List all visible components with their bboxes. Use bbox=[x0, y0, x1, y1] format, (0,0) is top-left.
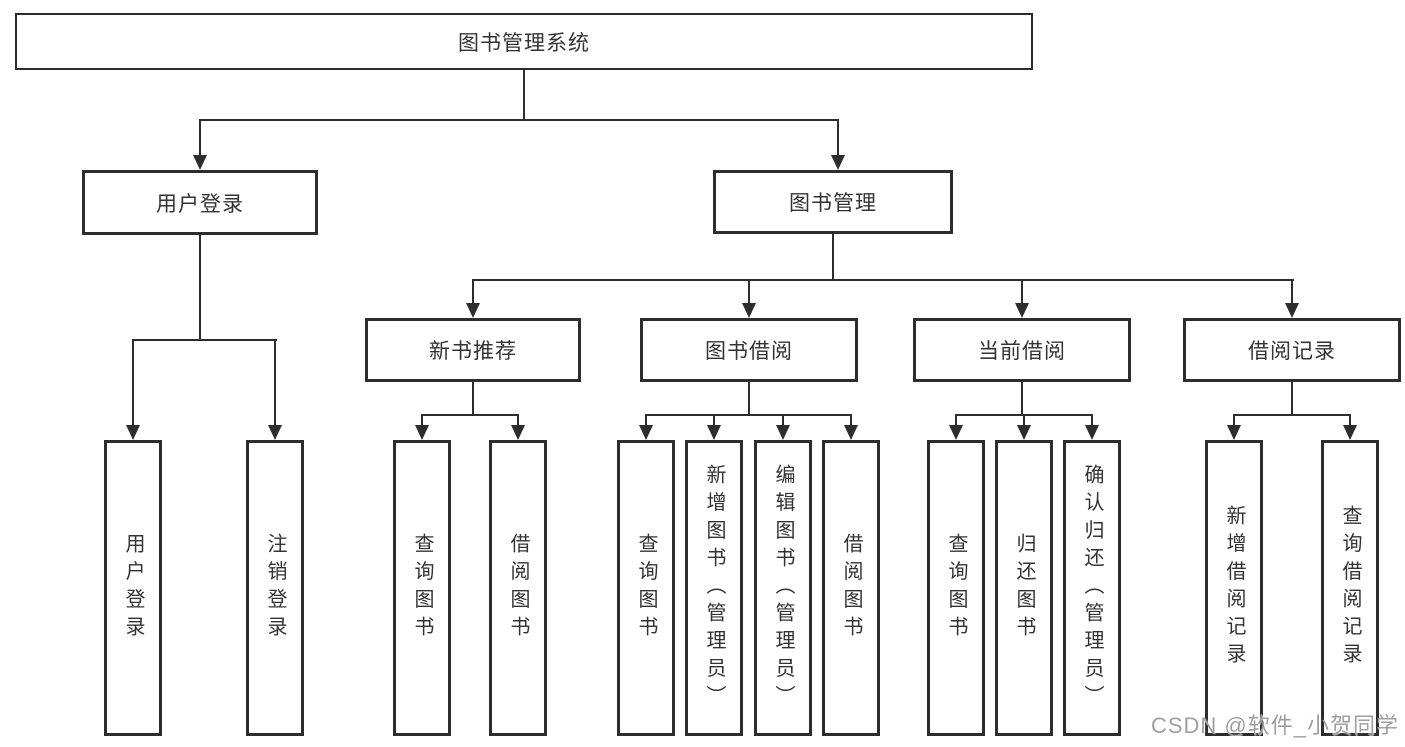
leaf-return-books: 归还图书 bbox=[995, 440, 1053, 736]
connector-vline bbox=[421, 414, 423, 427]
node-label: 新书推荐 bbox=[429, 340, 517, 363]
arrowhead-down-icon bbox=[1017, 425, 1031, 440]
node-label: 用户登录 bbox=[156, 192, 244, 216]
connector-vline bbox=[1021, 382, 1023, 416]
leaf-user-login: 用户登录 bbox=[104, 440, 162, 736]
arrowhead-down-icon bbox=[742, 303, 756, 318]
node-label: 图书管理 bbox=[789, 192, 877, 215]
arrowhead-down-icon bbox=[1227, 425, 1241, 440]
connector-vline bbox=[748, 279, 750, 305]
node-book-borrowing: 图书借阅 bbox=[640, 318, 858, 382]
node-label: 图书借阅 bbox=[705, 340, 793, 363]
connector-vline bbox=[1291, 382, 1293, 416]
arrowhead-down-icon bbox=[126, 425, 140, 440]
leaf-label: 新增借阅记录 bbox=[1223, 505, 1245, 671]
leaf-borrow-books: 借阅图书 bbox=[489, 440, 547, 736]
arrowhead-down-icon bbox=[1285, 303, 1299, 318]
connector-vline bbox=[832, 234, 834, 281]
connector-vline bbox=[955, 414, 957, 427]
connector-vline bbox=[1023, 414, 1025, 427]
connector-vline bbox=[645, 414, 647, 427]
connector-vline bbox=[1349, 414, 1351, 427]
arrowhead-down-icon bbox=[639, 425, 653, 440]
connector-vline bbox=[199, 119, 201, 158]
connector-vline bbox=[517, 414, 519, 427]
arrowhead-down-icon bbox=[844, 425, 858, 440]
arrowhead-down-icon bbox=[831, 155, 845, 170]
leaf-label: 用户登录 bbox=[122, 532, 144, 644]
node-borrowing-records: 借阅记录 bbox=[1183, 318, 1401, 382]
leaf-label: 新增图书（管理员） bbox=[703, 463, 725, 713]
connector-vline bbox=[713, 414, 715, 427]
leaf-query-books: 查询图书 bbox=[617, 440, 675, 736]
arrowhead-down-icon bbox=[1085, 425, 1099, 440]
leaf-logout: 注销登录 bbox=[246, 440, 304, 736]
connector-hline bbox=[421, 414, 519, 416]
connector-vline bbox=[1091, 414, 1093, 427]
connector-vline bbox=[472, 279, 474, 305]
arrowhead-down-icon bbox=[1343, 425, 1357, 440]
leaf-query-books: 查询图书 bbox=[927, 440, 985, 736]
leaf-label: 借阅图书 bbox=[840, 532, 862, 644]
connector-vline bbox=[472, 382, 474, 416]
node-new-book-recommendation: 新书推荐 bbox=[365, 318, 581, 382]
connector-hline bbox=[645, 414, 852, 416]
connector-vline bbox=[274, 339, 276, 428]
connector-hline bbox=[472, 279, 1294, 281]
leaf-borrow-books: 借阅图书 bbox=[822, 440, 880, 736]
node-label: 借阅记录 bbox=[1248, 340, 1336, 363]
leaf-label: 查询借阅记录 bbox=[1339, 505, 1361, 671]
arrowhead-down-icon bbox=[707, 425, 721, 440]
connector-vline bbox=[132, 339, 134, 428]
csdn-watermark: CSDN @软件_小贺同学 bbox=[1150, 713, 1399, 738]
connector-vline bbox=[1233, 414, 1235, 427]
leaf-label: 归还图书 bbox=[1013, 532, 1035, 644]
leaf-add-book-admin: 新增图书（管理员） bbox=[685, 440, 743, 736]
leaf-label: 查询图书 bbox=[635, 532, 657, 644]
connector-hline bbox=[199, 119, 839, 121]
arrowhead-down-icon bbox=[776, 425, 790, 440]
leaf-label: 查询图书 bbox=[945, 532, 967, 644]
leaf-add-borrow-record: 新增借阅记录 bbox=[1205, 440, 1263, 736]
arrowhead-down-icon bbox=[949, 425, 963, 440]
leaf-label: 确认归还（管理员） bbox=[1081, 463, 1103, 713]
connector-vline bbox=[1021, 279, 1023, 305]
leaf-query-borrow-record: 查询借阅记录 bbox=[1321, 440, 1379, 736]
node-label: 图书管理系统 bbox=[458, 31, 590, 55]
leaf-confirm-return-admin: 确认归还（管理员） bbox=[1063, 440, 1121, 736]
connector-vline bbox=[837, 119, 839, 158]
node-current-borrowing: 当前借阅 bbox=[913, 318, 1131, 382]
leaf-query-books: 查询图书 bbox=[393, 440, 451, 736]
arrowhead-down-icon bbox=[193, 155, 207, 170]
leaf-label: 注销登录 bbox=[264, 532, 286, 644]
connector-hline bbox=[132, 339, 277, 341]
arrowhead-down-icon bbox=[511, 425, 525, 440]
arrowhead-down-icon bbox=[466, 303, 480, 318]
node-label: 当前借阅 bbox=[978, 340, 1066, 363]
connector-vline bbox=[523, 70, 525, 120]
leaf-label: 查询图书 bbox=[411, 532, 433, 644]
arrowhead-down-icon bbox=[268, 425, 282, 440]
node-user-login: 用户登录 bbox=[82, 170, 318, 235]
connector-vline bbox=[1291, 279, 1293, 305]
connector-vline bbox=[782, 414, 784, 427]
node-book-management: 图书管理 bbox=[713, 170, 953, 234]
leaf-label: 编辑图书（管理员） bbox=[772, 463, 794, 713]
leaf-edit-book-admin: 编辑图书（管理员） bbox=[754, 440, 812, 736]
connector-hline bbox=[1233, 414, 1351, 416]
arrowhead-down-icon bbox=[415, 425, 429, 440]
node-library-management-system: 图书管理系统 bbox=[15, 13, 1033, 70]
connector-vline bbox=[850, 414, 852, 427]
arrowhead-down-icon bbox=[1015, 303, 1029, 318]
connector-vline bbox=[199, 235, 201, 341]
connector-vline bbox=[748, 382, 750, 416]
leaf-label: 借阅图书 bbox=[507, 532, 529, 644]
